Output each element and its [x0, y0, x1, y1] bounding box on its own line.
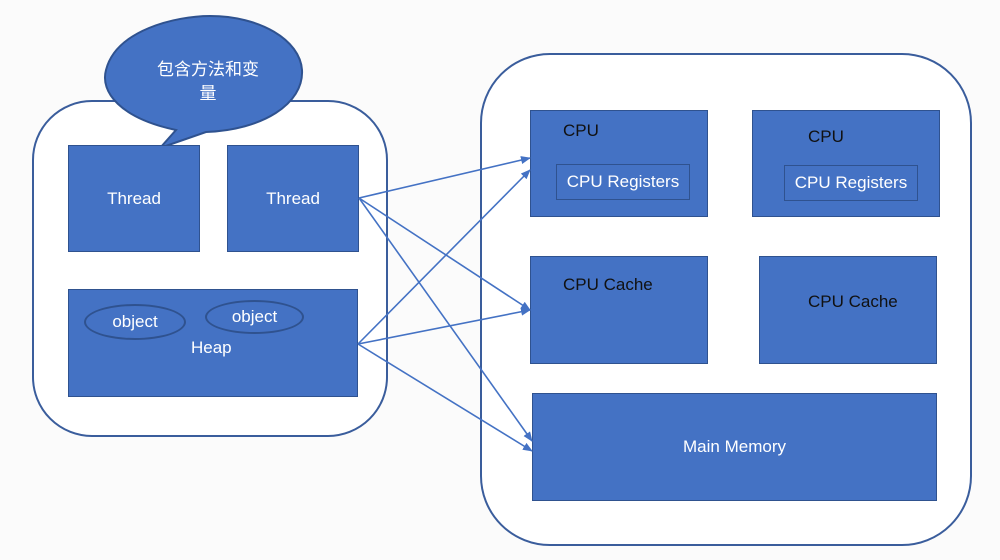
- object-label: object: [231, 307, 278, 326]
- callout-text: 包含方法和变 量: [118, 58, 298, 106]
- object-ellipse-1[interactable]: object: [84, 304, 186, 340]
- cpu-registers-box[interactable]: CPU Registers: [556, 164, 690, 200]
- cpu-label: CPU: [563, 121, 599, 140]
- cpu-box-1[interactable]: CPU CPU Registers: [530, 110, 708, 217]
- heap-box[interactable]: object object Heap: [68, 289, 358, 397]
- cpu-cache-box-1[interactable]: CPU Cache: [530, 256, 708, 364]
- cpu-cache-box-2[interactable]: CPU Cache: [759, 256, 937, 364]
- cpu-cache-label: CPU Cache: [563, 275, 653, 294]
- object-ellipse-2[interactable]: object: [205, 300, 304, 334]
- thread-box-2[interactable]: Thread: [227, 145, 359, 252]
- cpu-registers-label: CPU Registers: [794, 173, 908, 192]
- main-memory-box[interactable]: Main Memory: [532, 393, 937, 501]
- cpu-box-2[interactable]: CPU CPU Registers: [752, 110, 940, 217]
- callout-line-2: 量: [199, 84, 217, 104]
- thread-label: Thread: [107, 188, 161, 208]
- callout-line-1: 包含方法和变: [157, 60, 259, 80]
- cpu-label: CPU: [808, 127, 844, 146]
- thread-box-1[interactable]: Thread: [68, 145, 200, 252]
- thread-label: Thread: [266, 188, 320, 208]
- object-label: object: [112, 312, 158, 331]
- cpu-registers-label: CPU Registers: [566, 172, 680, 191]
- cpu-registers-box[interactable]: CPU Registers: [784, 165, 918, 201]
- heap-label: Heap: [191, 338, 232, 357]
- cpu-cache-label: CPU Cache: [808, 292, 898, 311]
- main-memory-label: Main Memory: [683, 437, 786, 456]
